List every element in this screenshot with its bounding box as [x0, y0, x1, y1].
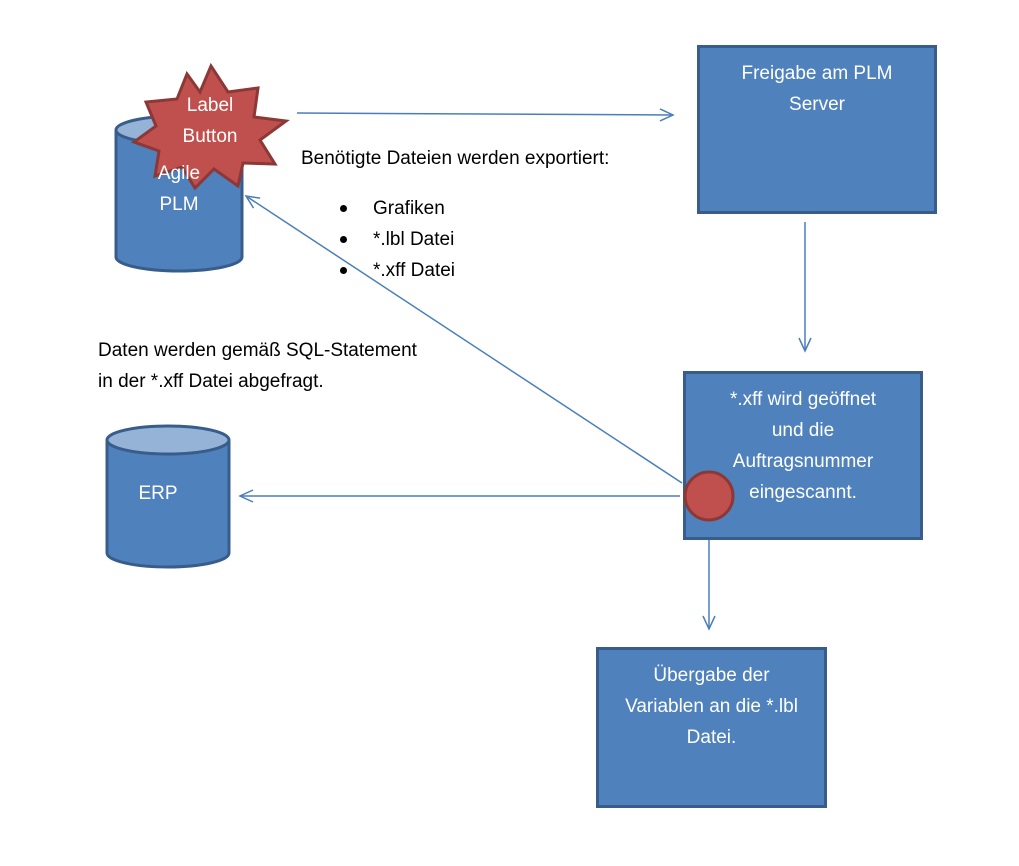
uebergabe-box: Übergabe der Variablen an die *.lbl Date… — [596, 647, 827, 808]
erp-label-text: ERP — [138, 483, 178, 504]
freigabe-line-2: Server — [789, 94, 845, 115]
export-item-grafiken: Grafiken — [340, 193, 455, 224]
sql-note: Daten werden gemäß SQL-Statement in der … — [98, 335, 417, 397]
sql-note-line-2: in der *.xff Datei abgefragt. — [98, 371, 324, 392]
xff-line-4: eingescannt. — [749, 482, 857, 503]
xff-line-2: und die — [771, 420, 835, 441]
export-item-xff: *.xff Datei — [340, 255, 455, 286]
sql-note-line-1: Daten werden gemäß SQL-Statement — [98, 340, 417, 361]
uebergabe-line-1: Übergabe der — [653, 665, 770, 686]
uebergabe-line-2: Variablen an die *.lbl — [625, 696, 798, 717]
agile-plm-line-2: PLM — [159, 194, 199, 215]
label-button-line-1: Label — [186, 95, 234, 116]
xff-line-1: *.xff wird geöffnet — [729, 389, 877, 410]
label-button-star-shape[interactable] — [130, 62, 290, 191]
xff-line-3: Auftragsnummer — [732, 451, 874, 472]
export-file-list: Grafiken *.lbl Datei *.xff Datei — [340, 193, 455, 286]
erp-cylinder — [105, 424, 231, 569]
uebergabe-line-3: Datei. — [686, 727, 737, 748]
arrow-plm-to-freigabe — [296, 108, 675, 122]
export-item-lbl: *.lbl Datei — [340, 224, 455, 255]
erp-label: ERP — [118, 478, 198, 509]
xff-box: *.xff wird geöffnet und die Auftragsnumm… — [683, 371, 923, 540]
arrow-xff-to-plm — [244, 195, 683, 484]
export-heading: Benötigte Dateien werden exportiert: — [301, 148, 610, 169]
freigabe-box: Freigabe am PLM Server — [697, 45, 937, 214]
label-button-line-2: Button — [182, 126, 238, 147]
label-button-label[interactable]: Label Button — [155, 90, 265, 152]
agile-plm-line-1: Agile — [157, 163, 201, 184]
agile-plm-label: Agile PLM — [129, 158, 229, 220]
freigabe-line-1: Freigabe am PLM — [741, 63, 893, 84]
